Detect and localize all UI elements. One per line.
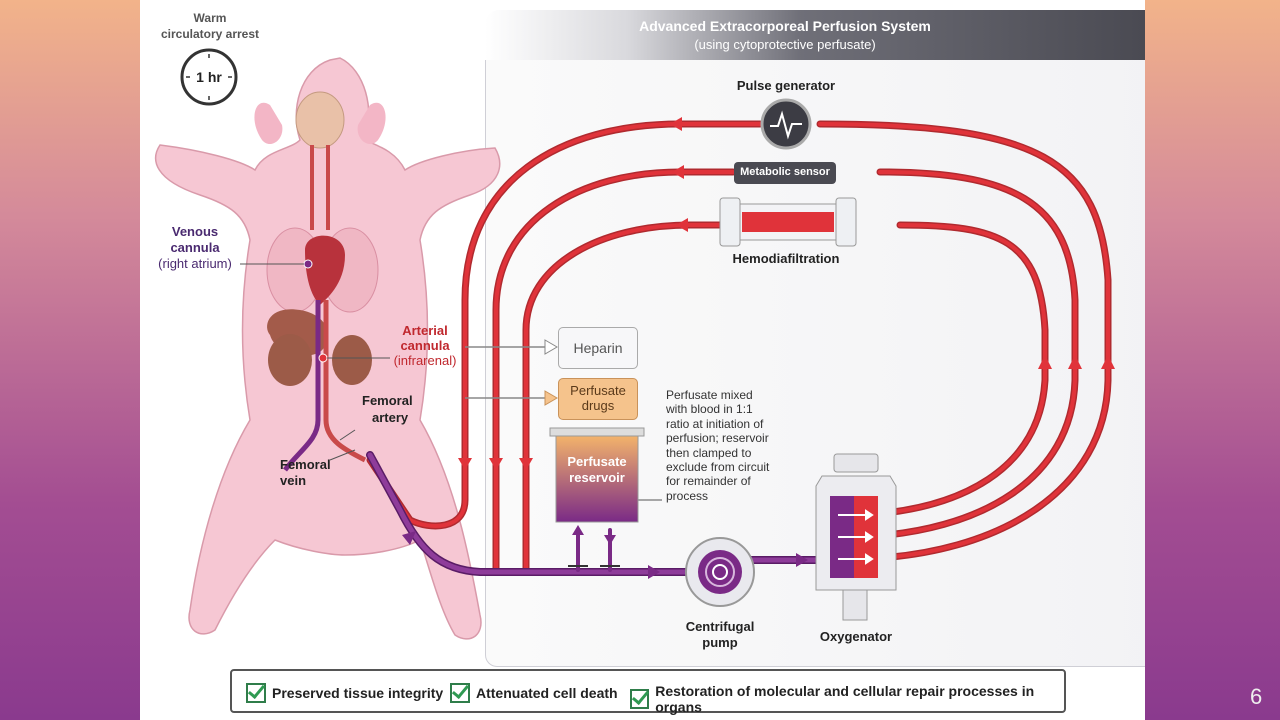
femoral-artery-label-1: Femoral [362, 393, 413, 408]
aorta [323, 300, 367, 463]
reservoir-arrow-down [604, 535, 616, 545]
arrow-inner-left [676, 218, 688, 232]
brain [295, 91, 345, 149]
hemodiafiltration-unit [719, 197, 857, 247]
vena-cava [283, 300, 321, 472]
checkmark-icon [630, 689, 650, 709]
arterial-cannula-label-2: cannula [400, 338, 450, 353]
oxygenator-label: Oxygenator [819, 629, 893, 644]
red-line-mid [858, 170, 1077, 539]
pulse-generator-label: Pulse generator [736, 78, 836, 93]
femoral-vein-label-1: Femoral [280, 457, 331, 472]
centrifugal-pump [685, 537, 755, 607]
red-line-to-artery [368, 122, 762, 528]
venous-cannula-label-1: Venous [171, 224, 219, 239]
benefit-label: Restoration of molecular and cellular re… [655, 683, 1035, 715]
venous-arrow-2 [648, 565, 660, 579]
arterial-cannula-label-1: Arterial [402, 323, 448, 338]
pig-ear-left [254, 102, 283, 145]
note-line-7: for remainder of [666, 474, 751, 489]
pig-illustration [154, 57, 501, 640]
venous-line [367, 452, 693, 575]
pulse-wave-icon [770, 110, 802, 140]
reservoir-container [549, 427, 645, 523]
femoral-vein-leader [329, 449, 356, 461]
arrow-mid-up [1068, 355, 1082, 369]
benefit-item: Attenuated cell death [450, 683, 618, 703]
header-subtitle: (using cytoprotective perfusate) [694, 37, 876, 52]
benefit-label: Preserved tissue integrity [272, 685, 444, 701]
perfusate-drugs-box: Perfusate drugs [558, 378, 638, 420]
diagram-canvas [154, 48, 1115, 640]
red-line-2 [494, 170, 735, 572]
heparin-arrow [544, 339, 558, 355]
reservoir-label-2: reservoir [569, 470, 625, 485]
benefit-label: Attenuated cell death [476, 685, 618, 701]
venous-cannula-label-3: (right atrium) [158, 256, 232, 271]
arrow-down-1 [458, 458, 472, 470]
benefit-item: Restoration of molecular and cellular re… [630, 683, 1064, 715]
pulse-generator [760, 98, 812, 150]
arrow-mid-left [672, 165, 684, 179]
note-line-4: perfusion; reservoir [666, 431, 769, 446]
note-line-1: Perfusate mixed [666, 388, 753, 402]
reservoir-note: Perfusate mixed with blood in 1:1 ratio … [666, 388, 769, 503]
arrow-outer-up [1101, 355, 1115, 369]
drugs-arrow [544, 390, 558, 406]
centrifugal-pump-label-2: pump [702, 635, 738, 650]
checkmark-icon [246, 683, 266, 703]
note-line-3: ratio at initiation of [666, 416, 764, 431]
red-line-inner-back [856, 221, 1049, 519]
femoral-artery-leader [339, 429, 356, 441]
page-number: 6 [1250, 684, 1263, 709]
red-line-inner [858, 223, 1047, 517]
perfusate-drugs-label-2: drugs [581, 398, 615, 413]
hemodiafiltration-label: Hemodiafiltration [732, 251, 840, 266]
checkmark-icon [450, 683, 470, 703]
kidney-left [268, 334, 312, 386]
clock-label-2: circulatory arrest [160, 27, 260, 41]
arrow-down-2 [489, 458, 503, 470]
femoral-artery-label-2: artery [372, 410, 409, 425]
venous-arrow-3 [796, 553, 808, 567]
metabolic-sensor-box [734, 162, 836, 184]
arterial-cannula-label-3: (infrarenal) [393, 353, 457, 368]
clock-icon [180, 48, 238, 106]
kidney-right [332, 335, 372, 385]
pig-ear-right [357, 102, 386, 145]
header-title: Advanced Extracorporeal Perfusion System [639, 18, 931, 34]
venous-cannula-point [303, 259, 313, 269]
venous-arrow-1 [402, 531, 416, 545]
centrifugal-pump-label-1: Centrifugal [685, 619, 755, 634]
benefit-item: Preserved tissue integrity [246, 683, 443, 703]
note-line-6: exclude from circuit [666, 459, 770, 474]
heart [305, 235, 345, 305]
red-line-outer [818, 122, 1110, 561]
red-line-3 [524, 223, 722, 572]
arrow-down-3 [519, 458, 533, 470]
slide: Advanced Extracorporeal Perfusion System… [140, 0, 1145, 720]
arrow-outer-left [670, 117, 682, 131]
header-bar [485, 10, 1145, 60]
venous-cannula-label-2: cannula [170, 240, 220, 255]
heparin-box: Heparin [558, 327, 638, 369]
heparin-label: Heparin [573, 340, 623, 356]
clock-label-1: Warm [193, 11, 227, 25]
benefits-bar: Preserved tissue integrity Attenuated ce… [230, 669, 1066, 715]
note-line-5: then clamped to [666, 445, 752, 460]
perfusate-drugs-label-1: Perfusate [570, 383, 626, 398]
arrow-inner-up [1038, 355, 1052, 369]
arterial-cannula-point [318, 353, 328, 363]
note-line-2: with blood in 1:1 [666, 402, 753, 417]
metabolic-sensor-label: Metabolic sensor [740, 166, 830, 178]
oxygenator [815, 453, 897, 621]
reservoir-arrow-up [572, 525, 584, 535]
carotid-vessels [310, 145, 330, 230]
reservoir-label-1: Perfusate [567, 454, 627, 469]
clock-value: 1 hr [196, 69, 222, 85]
femoral-vein-label-2: vein [280, 473, 307, 488]
note-line-8: process [666, 488, 709, 503]
